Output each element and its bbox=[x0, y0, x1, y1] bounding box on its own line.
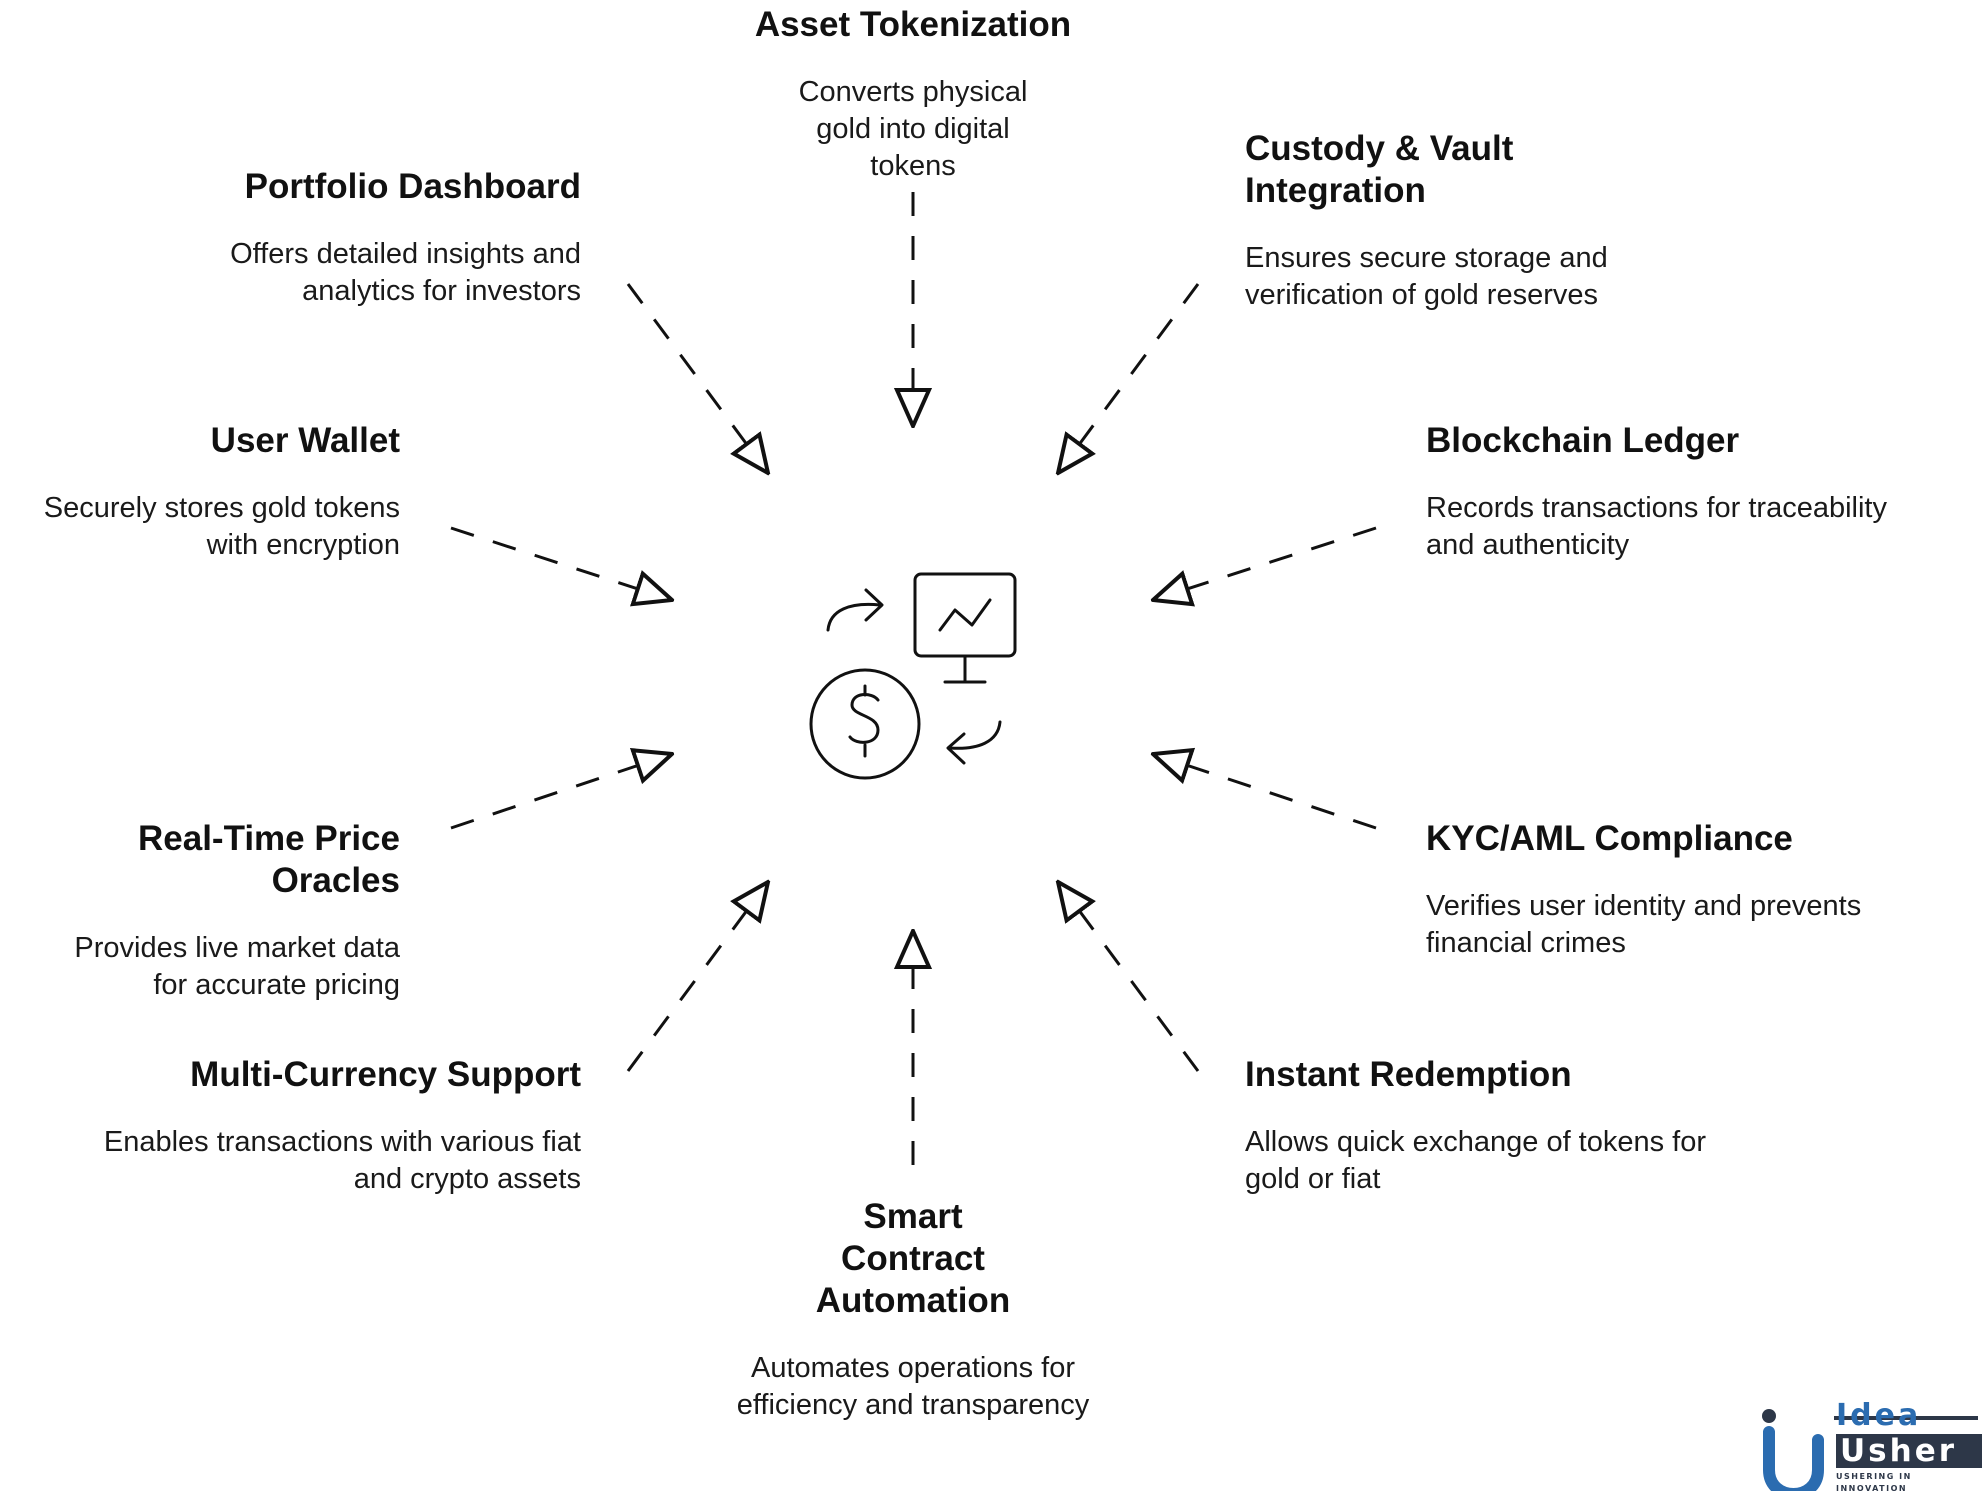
node-description: Allows quick exchange of tokens for gold… bbox=[1245, 1126, 1707, 1195]
dollar-coin-icon bbox=[809, 668, 921, 780]
node-title: KYC/AML Compliance bbox=[1426, 819, 1793, 858]
node-title: Blockchain Ledger bbox=[1426, 421, 1740, 460]
logo-line2: Usher bbox=[1836, 1434, 1982, 1468]
logo-wordmark: Idea Usher USHERING IN INNOVATION bbox=[1836, 1398, 1982, 1495]
node-description: Provides live market data for accurate p… bbox=[74, 932, 400, 1001]
node-real-time-price-oracles: Real-Time Price Oracles Provides live ma… bbox=[0, 818, 400, 1004]
node-description: Securely stores gold tokens with encrypt… bbox=[43, 492, 400, 561]
arrow-blockchain-ledger bbox=[1153, 526, 1377, 600]
node-description: Records transactions for traceability an… bbox=[1426, 492, 1887, 561]
node-smart-contract-automation: Smart Contract Automation Automates oper… bbox=[708, 1196, 1118, 1424]
node-title: Smart Contract Automation bbox=[815, 1197, 1011, 1320]
logo-line1: Idea bbox=[1836, 1398, 1922, 1433]
node-title: Portfolio Dashboard bbox=[244, 167, 581, 206]
node-multi-currency-support: Multi-Currency Support Enables transacti… bbox=[100, 1054, 581, 1198]
logo-tagline: USHERING IN INNOVATION bbox=[1836, 1472, 1912, 1493]
node-description: Offers detailed insights and analytics f… bbox=[230, 238, 581, 307]
arrow-multi-currency-support bbox=[626, 882, 768, 1072]
cycle-arrows-icon bbox=[826, 588, 1002, 765]
node-title: Custody & Vault Integration bbox=[1245, 129, 1514, 210]
arrow-custody-vault-integration bbox=[1058, 283, 1200, 473]
node-instant-redemption: Instant Redemption Allows quick exchange… bbox=[1245, 1054, 1765, 1198]
node-description: Verifies user identity and prevents fina… bbox=[1426, 890, 1862, 959]
node-description: Ensures secure storage and verification … bbox=[1245, 242, 1608, 311]
node-title: Instant Redemption bbox=[1245, 1055, 1572, 1094]
node-portfolio-dashboard: Portfolio Dashboard Offers detailed insi… bbox=[170, 166, 581, 310]
arrow-real-time-price-oracles bbox=[450, 754, 672, 830]
node-description: Automates operations for efficiency and … bbox=[736, 1352, 1090, 1421]
node-title: User Wallet bbox=[210, 421, 400, 460]
node-description: Enables transactions with various fiat a… bbox=[103, 1126, 581, 1195]
node-title: Real-Time Price Oracles bbox=[138, 819, 400, 900]
arrow-user-wallet bbox=[450, 526, 672, 600]
node-asset-tokenization: Asset Tokenization Converts physical gol… bbox=[703, 4, 1123, 185]
arrow-kyc-aml-compliance bbox=[1153, 754, 1377, 830]
arrow-portfolio-dashboard bbox=[626, 283, 768, 473]
idea-usher-logo bbox=[1762, 1409, 1978, 1491]
monitor-chart-icon bbox=[913, 572, 1017, 684]
arrow-instant-redemption bbox=[1058, 882, 1200, 1072]
node-blockchain-ledger: Blockchain Ledger Records transactions f… bbox=[1426, 420, 1946, 564]
node-description: Converts physical gold into digital toke… bbox=[798, 76, 1028, 182]
node-kyc-aml-compliance: KYC/AML Compliance Verifies user identit… bbox=[1426, 818, 1926, 962]
node-user-wallet: User Wallet Securely stores gold tokens … bbox=[20, 420, 400, 564]
node-title: Multi-Currency Support bbox=[190, 1055, 581, 1094]
node-custody-vault-integration: Custody & Vault Integration Ensures secu… bbox=[1245, 128, 1665, 314]
node-title: Asset Tokenization bbox=[754, 5, 1072, 44]
